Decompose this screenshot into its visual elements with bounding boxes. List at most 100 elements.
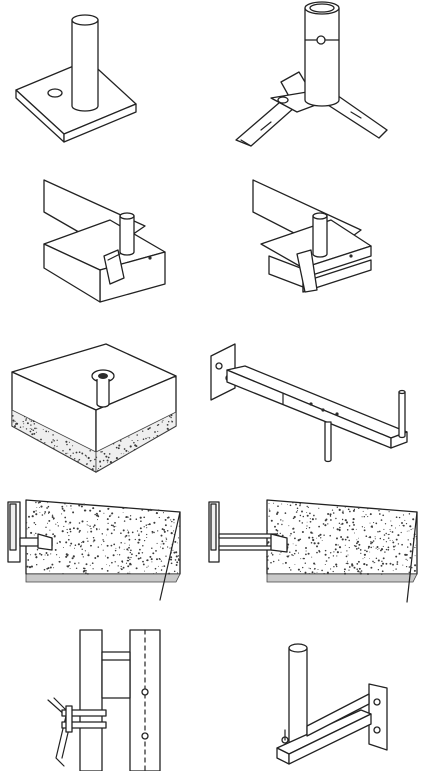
concrete-speckle: [274, 525, 276, 528]
concrete-speckle: [47, 567, 50, 570]
concrete-speckle: [117, 516, 120, 518]
concrete-speckle: [365, 535, 368, 538]
concrete-speckle: [130, 549, 132, 552]
concrete-speckle: [143, 539, 146, 542]
concrete-speckle: [25, 419, 27, 421]
concrete-speckle: [14, 420, 16, 422]
concrete-speckle: [101, 533, 104, 535]
concrete-speckle: [95, 528, 98, 530]
concrete-speckle: [115, 457, 118, 460]
concrete-speckle: [35, 556, 38, 559]
concrete-speckle: [92, 526, 95, 528]
concrete-speckle: [51, 516, 54, 518]
concrete-speckle: [62, 547, 64, 548]
concrete-speckle: [103, 452, 106, 455]
concrete-speckle: [63, 525, 65, 528]
concrete-speckle: [142, 545, 144, 547]
concrete-speckle: [175, 555, 178, 558]
concrete-speckle: [80, 505, 83, 508]
concrete-speckle: [293, 531, 295, 534]
concrete-speckle: [281, 534, 284, 537]
concrete-speckle: [50, 553, 52, 555]
concrete-speckle: [118, 444, 121, 447]
concrete-speckle: [346, 560, 348, 562]
concrete-speckle: [45, 533, 48, 536]
concrete-speckle: [352, 509, 355, 512]
concrete-speckle: [27, 559, 30, 561]
concrete-speckle: [31, 433, 34, 436]
concrete-speckle: [172, 549, 174, 551]
concrete-speckle: [270, 561, 272, 564]
concrete-speckle: [53, 447, 55, 449]
concrete-speckle: [32, 429, 35, 431]
concrete-speckle: [76, 460, 78, 463]
concrete-speckle: [125, 449, 128, 452]
concrete-speckle: [392, 563, 394, 566]
concrete-speckle: [93, 539, 96, 542]
concrete-speckle: [44, 554, 46, 556]
concrete-speckle: [149, 426, 151, 428]
concrete-speckle: [173, 530, 175, 532]
concrete-speckle: [318, 550, 321, 553]
concrete-speckle: [177, 555, 180, 557]
concrete-speckle: [405, 523, 408, 525]
concrete-speckle: [312, 538, 315, 542]
concrete-speckle: [147, 509, 150, 512]
concrete-speckle: [162, 547, 164, 550]
concrete-speckle: [395, 555, 398, 558]
concrete-speckle: [387, 537, 390, 539]
i-beam-clamp-post-illustration: [211, 160, 422, 310]
concrete-speckle: [398, 516, 401, 519]
concrete-speckle: [84, 454, 87, 456]
concrete-speckle: [126, 559, 129, 562]
concrete-speckle: [268, 503, 270, 505]
concrete-speckle: [87, 463, 88, 465]
concrete-speckle: [54, 548, 57, 551]
concrete-speckle: [28, 515, 30, 518]
concrete-speckle: [81, 452, 84, 455]
concrete-speckle: [316, 551, 318, 554]
concrete-speckle: [61, 507, 64, 510]
concrete-speckle: [69, 455, 72, 457]
concrete-speckle: [299, 570, 301, 572]
concrete-speckle: [370, 541, 372, 543]
concrete-speckle: [122, 507, 125, 510]
concrete-speckle: [340, 551, 342, 553]
concrete-speckle: [282, 563, 284, 565]
concrete-speckle: [295, 549, 297, 552]
concrete-speckle: [173, 551, 176, 554]
concrete-speckle: [406, 559, 408, 561]
concrete-speckle: [380, 573, 383, 575]
concrete-speckle: [277, 505, 279, 508]
concrete-speckle: [86, 524, 88, 526]
concrete-speckle: [52, 517, 55, 520]
concrete-speckle: [145, 524, 148, 527]
concrete-speckle: [19, 426, 22, 429]
concrete-speckle: [137, 541, 140, 544]
concrete-speckle: [156, 558, 158, 561]
concrete-speckle: [383, 534, 386, 536]
concrete-speckle: [372, 527, 373, 529]
concrete-speckle: [387, 548, 390, 551]
concrete-speckle: [135, 445, 138, 448]
concrete-speckle: [302, 566, 304, 569]
concrete-speckle: [141, 552, 144, 554]
concrete-speckle: [90, 460, 92, 462]
concrete-speckle: [105, 455, 108, 458]
concrete-speckle: [297, 552, 300, 554]
concrete-speckle: [65, 452, 67, 455]
concrete-speckle: [415, 544, 417, 546]
concrete-speckle: [110, 524, 113, 526]
concrete-speckle: [166, 516, 169, 519]
concrete-speckle: [68, 523, 70, 525]
concrete-speckle: [292, 501, 294, 504]
concrete-speckle: [157, 509, 160, 512]
concrete-speckle: [123, 520, 126, 522]
concrete-speckle: [324, 549, 327, 552]
concrete-speckle: [369, 513, 372, 516]
concrete-speckle: [110, 514, 112, 516]
concrete-speckle: [53, 445, 56, 447]
concrete-speckle: [266, 529, 268, 532]
concrete-speckle: [380, 564, 383, 567]
concrete-speckle: [68, 564, 70, 567]
